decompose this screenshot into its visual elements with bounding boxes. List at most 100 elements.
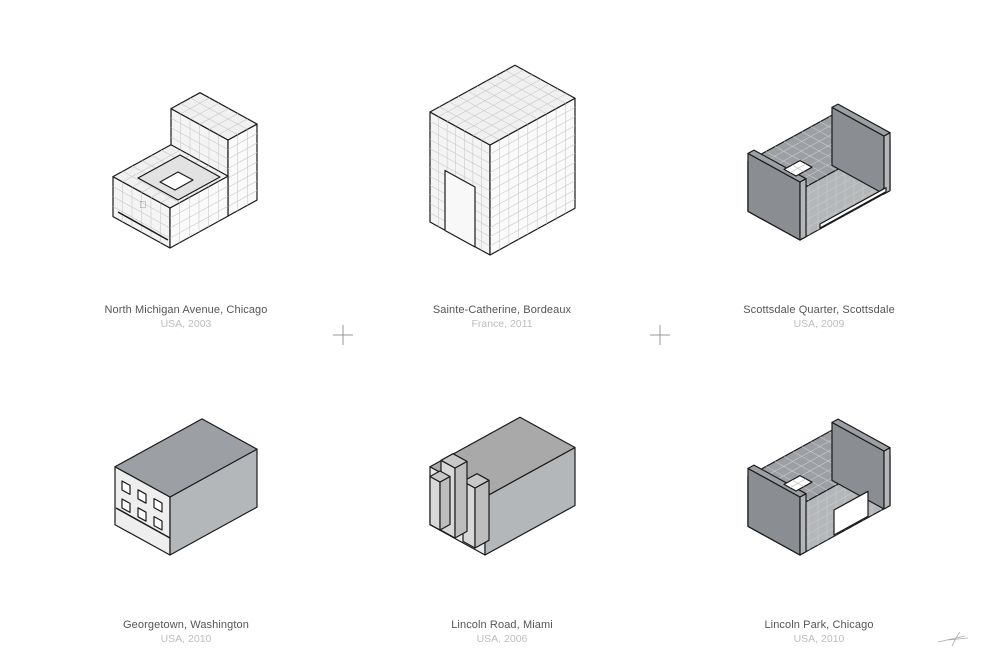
window: [121, 498, 131, 514]
window: [137, 507, 147, 522]
grid-line: [218, 118, 248, 136]
store-subtitle: USA, 2006: [476, 633, 528, 645]
right-face: [474, 479, 490, 549]
grid-line: [439, 106, 500, 141]
grid-line: [429, 139, 491, 173]
right-face: [799, 178, 807, 241]
window: [153, 498, 163, 513]
grid-line: [429, 157, 491, 192]
grid-line: [429, 148, 491, 182]
grid-line: [189, 102, 220, 120]
grid-line: [505, 70, 566, 104]
window: [153, 515, 163, 531]
grid-line: [169, 185, 229, 219]
grid-line: [489, 134, 576, 182]
entrance-line: [117, 211, 169, 241]
grid-line: [227, 180, 258, 198]
store-name: North Michigan Avenue, Chicago: [104, 304, 268, 316]
skylight: [159, 171, 194, 191]
apple-logo-icon: : [139, 200, 147, 211]
window: [137, 489, 147, 504]
signature-mark: [937, 631, 969, 647]
grid-line: [438, 69, 524, 117]
grid-line: [477, 85, 538, 120]
right-face: [799, 493, 807, 556]
grid-line: [227, 171, 258, 188]
grid-line: [783, 456, 837, 486]
grid-line: [489, 107, 576, 155]
building-sainte-catherine: [429, 64, 576, 256]
grid-line: [472, 88, 559, 136]
right-face: [454, 460, 468, 539]
store-subtitle: USA, 2003: [160, 318, 212, 330]
building-scottsdale-quarter: [747, 103, 891, 241]
top-face: [440, 453, 468, 469]
grid-line: [170, 127, 229, 160]
top-face: [429, 470, 451, 483]
grid-line: [169, 195, 229, 229]
grid-line: [486, 80, 547, 115]
store-subtitle: France, 2011: [471, 318, 533, 330]
grid-line: [112, 206, 171, 239]
grid-line: [791, 479, 805, 487]
store-subtitle: USA, 2009: [793, 318, 845, 330]
top-face: [114, 418, 258, 498]
store-name: Georgetown, Washington: [123, 619, 249, 631]
building-north-michigan: : [112, 92, 258, 249]
store-name: Lincoln Road, Miami: [451, 619, 553, 631]
grid-line: [458, 96, 519, 130]
top-face: [831, 103, 891, 137]
grid-line: [489, 189, 576, 237]
grid-line: [489, 180, 576, 228]
grid-line: [489, 152, 576, 201]
grid-line: [489, 116, 576, 164]
building-lincoln-park: [747, 418, 891, 556]
grid-line: [190, 97, 248, 130]
grid-line: [227, 190, 258, 207]
grid-line: [489, 171, 576, 219]
grid-line: [467, 90, 528, 125]
grid-line: [429, 130, 491, 164]
store-subtitle: USA, 2010: [793, 633, 845, 645]
building-lincoln-road: [429, 416, 576, 556]
right-face: [883, 447, 891, 510]
grid-line: [489, 143, 576, 192]
grid-line: [227, 161, 258, 179]
crosshair-mark: [650, 325, 670, 345]
grid-line: [199, 108, 229, 125]
store-subtitle: USA, 2010: [160, 633, 212, 645]
grid-line: [227, 133, 258, 150]
crosshair-mark: [333, 325, 353, 345]
grid-line: [481, 93, 567, 141]
grid-line: [495, 75, 557, 109]
grid-line: [208, 113, 239, 130]
grid-line: [112, 186, 171, 219]
left-face: [429, 475, 441, 531]
grid-line: [489, 125, 576, 173]
grid-line: [169, 205, 229, 239]
grid-line: [180, 103, 238, 135]
grid-line: [455, 79, 541, 127]
grid-line: [170, 117, 229, 150]
grid-line: [791, 164, 805, 172]
window: [121, 480, 131, 495]
grid-line: [464, 83, 550, 132]
grid-line: [122, 171, 180, 203]
grid-line: [446, 74, 533, 122]
entrance: [444, 169, 476, 248]
store-name: Sainte-Catherine, Bordeaux: [432, 304, 572, 316]
grid-line: [448, 101, 510, 135]
grid-line: [180, 97, 210, 115]
entrance-portal: [833, 490, 869, 536]
grid-line: [170, 136, 229, 169]
grid-line: [489, 162, 576, 210]
grid-line: [489, 198, 576, 247]
grid-line: [227, 142, 258, 160]
